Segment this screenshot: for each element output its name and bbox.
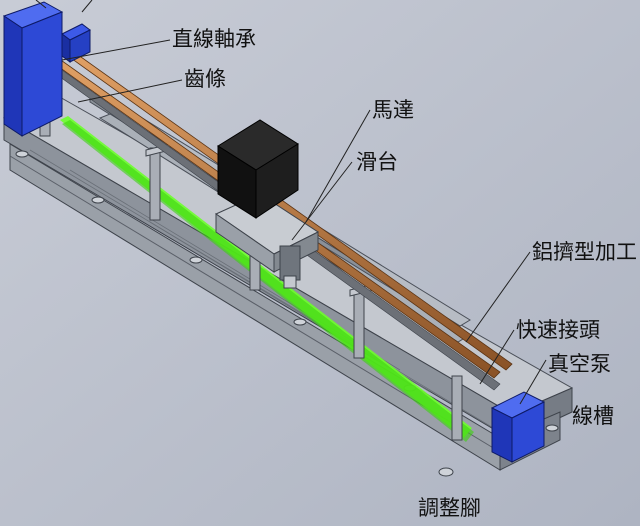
label-quick-connector: 快速接頭	[516, 318, 600, 342]
motor-block	[217, 119, 299, 219]
leader-lines	[35, 0, 547, 405]
label-vacuum-pump: 真空泵	[548, 352, 611, 376]
label-slide-table: 滑台	[356, 150, 398, 174]
label-rack: 齒條	[184, 67, 226, 91]
green-light-strip	[60, 116, 474, 442]
label-linear-bearing: 直線軸承	[172, 27, 256, 51]
label-motor: 馬達	[372, 98, 414, 122]
label-cable-trough: 線槽	[572, 404, 614, 428]
vacuum-pump	[490, 391, 546, 463]
label-aluminum-extrusion: 鋁擠型加工	[532, 240, 637, 264]
label-leveling-foot: 調整腳	[418, 496, 481, 520]
control-cabinet	[2, 1, 91, 137]
